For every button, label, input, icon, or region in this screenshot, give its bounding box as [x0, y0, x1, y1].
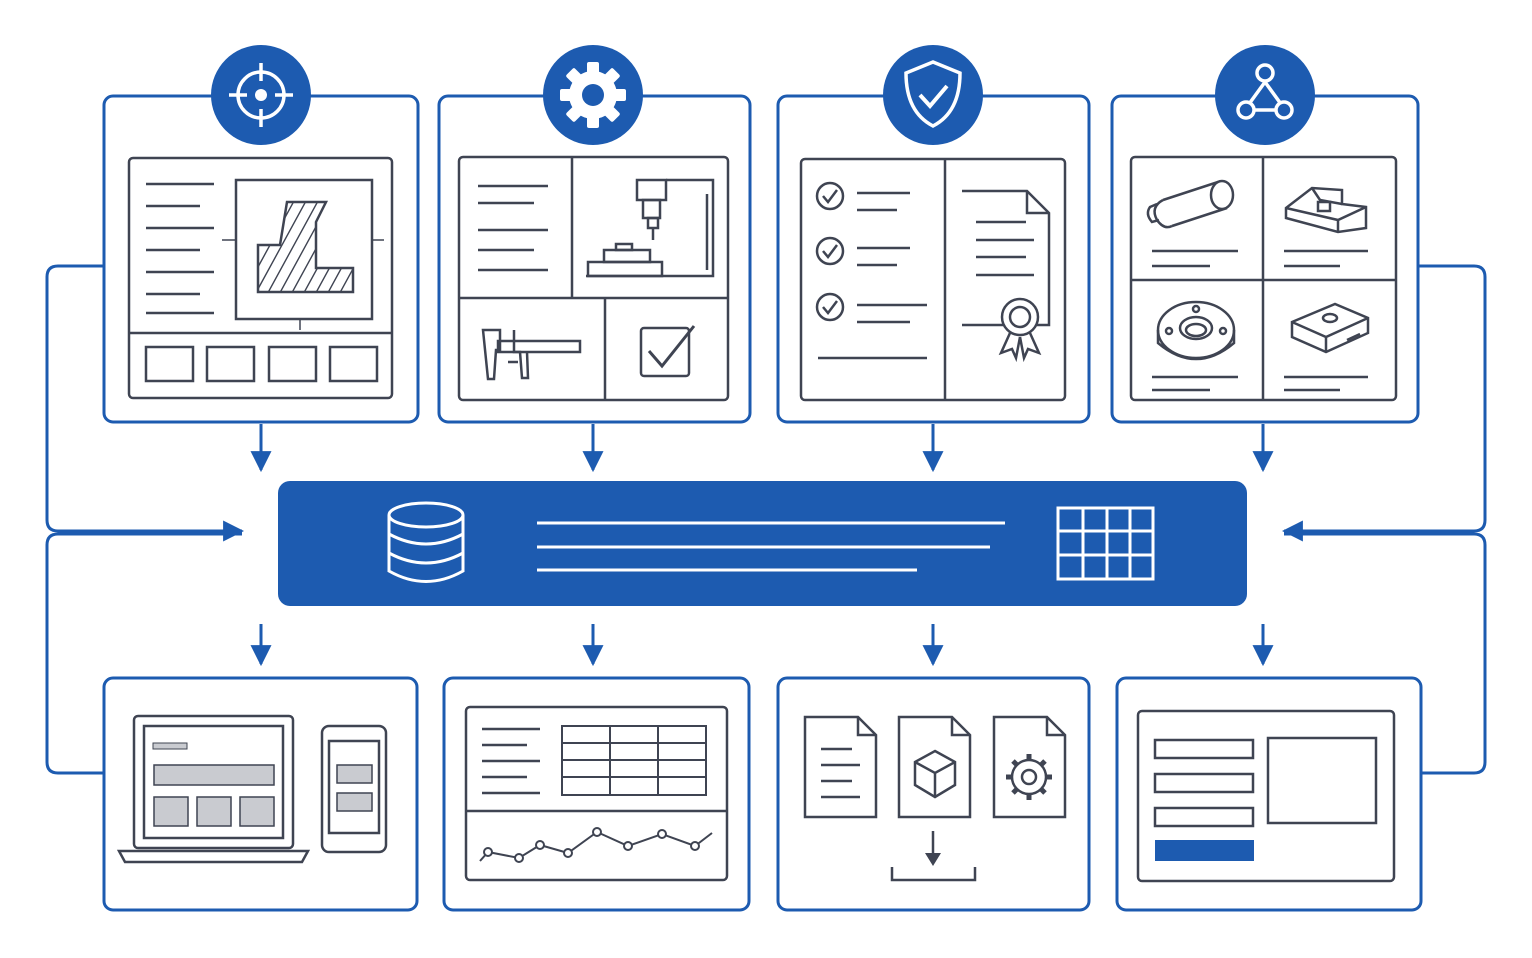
module-manufacturing	[437, 45, 752, 424]
table-and-line-chart-icon	[464, 705, 729, 882]
submit-bar	[1155, 840, 1254, 861]
module-analytics	[442, 676, 751, 912]
gear-icon	[543, 45, 643, 145]
module-devices	[102, 676, 419, 912]
central-hub	[278, 481, 1247, 606]
web-form-icon	[1136, 709, 1396, 883]
cad-drawing-icon	[127, 156, 394, 400]
connectors	[45, 264, 1487, 775]
module-design	[102, 45, 420, 424]
shield-check-icon	[883, 45, 983, 145]
crosshair-icon	[211, 45, 311, 145]
left-loop-upper	[45, 264, 245, 542]
laptop-and-phone-icon	[116, 714, 388, 864]
module-quality	[776, 45, 1091, 424]
certificate-icon	[799, 157, 1067, 402]
hub-data-lines	[537, 521, 1005, 572]
left-loop-lower	[45, 532, 242, 775]
cnc-machine-icon	[457, 155, 730, 402]
module-documents	[776, 676, 1091, 912]
right-loop-lower	[1284, 532, 1487, 775]
right-loop-upper	[1281, 264, 1487, 542]
module-form	[1115, 676, 1423, 912]
database-icon	[387, 501, 465, 583]
table-grid-icon	[1056, 506, 1155, 581]
module-parts	[1110, 45, 1420, 424]
network-triangle-icon	[1215, 45, 1315, 145]
download-arrow-head	[925, 853, 941, 866]
parts-catalog-icon	[1129, 155, 1398, 402]
